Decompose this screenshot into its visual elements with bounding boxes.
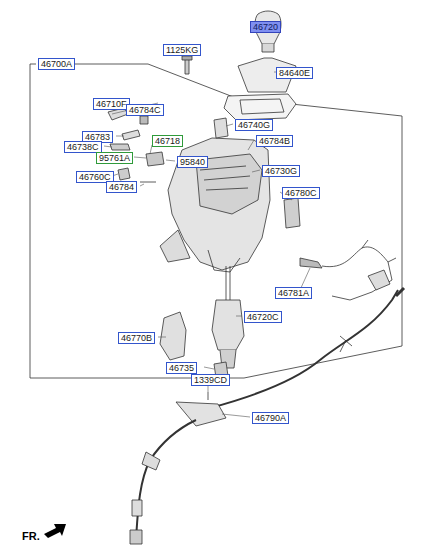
part-number: 95761A bbox=[96, 152, 133, 164]
part-number: 46781A bbox=[275, 287, 312, 299]
part-number: 84640E bbox=[276, 67, 313, 79]
part-number: 95840 bbox=[177, 156, 208, 168]
part-number: 46740G bbox=[235, 119, 273, 131]
part-number: 46770B bbox=[118, 332, 155, 344]
part-number: 46780C bbox=[282, 187, 320, 199]
part-number: 1125KG bbox=[163, 44, 201, 56]
part-number: 1339CD bbox=[191, 374, 230, 386]
part-number: 46720 bbox=[250, 21, 281, 33]
part-number: 46720C bbox=[244, 311, 282, 323]
part-number: 46735 bbox=[166, 362, 197, 374]
part-number: 46784 bbox=[106, 181, 137, 193]
part-number: 46700A bbox=[38, 58, 75, 70]
part-number: 46790A bbox=[252, 412, 289, 424]
direction-label: FR. bbox=[20, 530, 42, 542]
part-number: 46730G bbox=[262, 165, 300, 177]
part-number: 46784C bbox=[126, 104, 164, 116]
part-number: 46710F bbox=[93, 98, 130, 110]
part-number: 46718 bbox=[152, 135, 183, 147]
part-number: 46784B bbox=[256, 135, 293, 147]
